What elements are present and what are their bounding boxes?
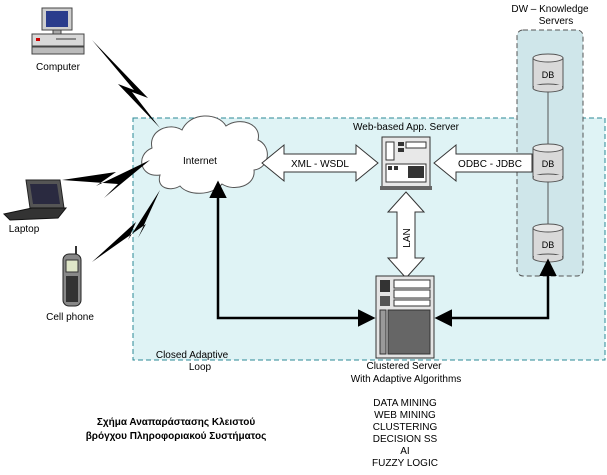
clustered-server-icon xyxy=(375,275,435,359)
db-cylinder-top xyxy=(532,53,564,93)
laptop-label: Laptop xyxy=(9,224,40,235)
loop-line-internet xyxy=(209,180,376,327)
algorithm-item-4: AI xyxy=(400,446,409,457)
loop-line-db xyxy=(434,258,557,327)
internet-label: Internet xyxy=(183,156,217,167)
lightning-laptop xyxy=(62,160,150,198)
cell-phone-label: Cell phone xyxy=(46,312,94,323)
computer-label: Computer xyxy=(36,62,81,73)
xml-wsdl-arrow xyxy=(261,143,379,183)
algorithm-item-1: WEB MINING xyxy=(374,410,436,421)
clustered-server-label-line1: Clustered Server xyxy=(366,361,442,372)
xml-wsdl-label: XML - WSDL xyxy=(291,159,349,170)
web-server-icon xyxy=(380,136,432,190)
algorithm-item-5: FUZZY LOGIC xyxy=(372,458,438,469)
clustered-server-label-line2: With Adaptive Algorithms xyxy=(351,374,462,385)
internet-cloud xyxy=(141,115,268,194)
web-server-label: Web-based App. Server xyxy=(353,122,460,133)
closed-loop-label-line2: Loop xyxy=(189,362,212,373)
db-top-label: DB xyxy=(542,70,555,80)
laptop-icon xyxy=(2,179,68,221)
computer-icon xyxy=(31,7,85,55)
caption-line2: βρόγχου Πληροφοριακού Συστήματος xyxy=(86,431,267,442)
lan-label: LAN xyxy=(402,228,413,247)
cell-phone-icon xyxy=(62,246,82,307)
closed-loop-label-line1: Closed Adaptive xyxy=(156,350,229,361)
algorithm-item-0: DATA MINING xyxy=(373,398,437,409)
odbc-jdbc-arrow xyxy=(433,143,533,183)
caption-line1: Σχήμα Αναπαράστασης Κλειστού xyxy=(97,417,256,428)
dw-servers-label-line1: DW – Knowledge xyxy=(511,4,589,15)
db-middle-label: DB xyxy=(542,159,555,169)
algorithm-item-2: CLUSTERING xyxy=(373,422,438,433)
db-cylinder-middle xyxy=(532,143,564,183)
dw-servers-label-line2: Servers xyxy=(539,16,573,27)
algorithm-item-3: DECISION SS xyxy=(373,434,438,445)
db-bottom-label: DB xyxy=(542,240,555,250)
lightning-computer xyxy=(92,40,160,128)
odbc-jdbc-label: ODBC - JDBC xyxy=(458,159,522,170)
